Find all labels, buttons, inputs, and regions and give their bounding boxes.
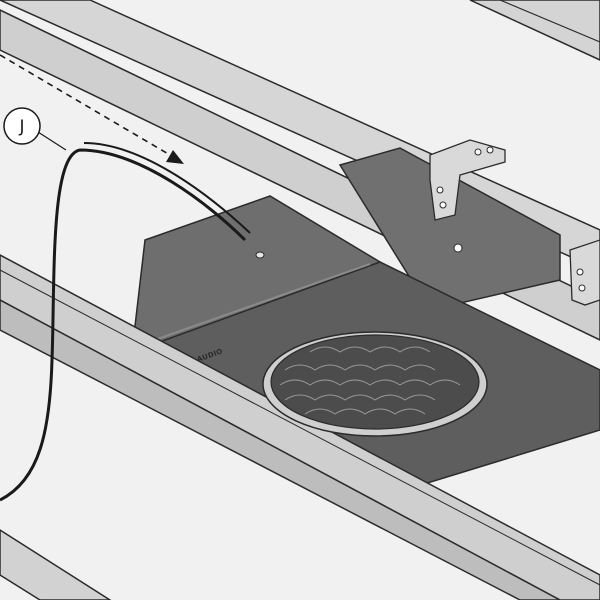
cable-entry-hole xyxy=(255,251,265,259)
callout-label: J xyxy=(18,117,24,137)
callout-j: J xyxy=(3,107,67,151)
speaker-grille xyxy=(262,331,488,437)
mounting-bracket-icon xyxy=(429,139,506,221)
screw-icon xyxy=(453,243,463,253)
bottom-left-rail xyxy=(0,529,112,600)
mounting-bracket-icon xyxy=(569,239,600,306)
front-rail xyxy=(0,254,600,600)
cable-icon xyxy=(0,142,251,502)
upper-rail xyxy=(469,0,600,61)
dashed-arrow-icon xyxy=(0,54,184,164)
